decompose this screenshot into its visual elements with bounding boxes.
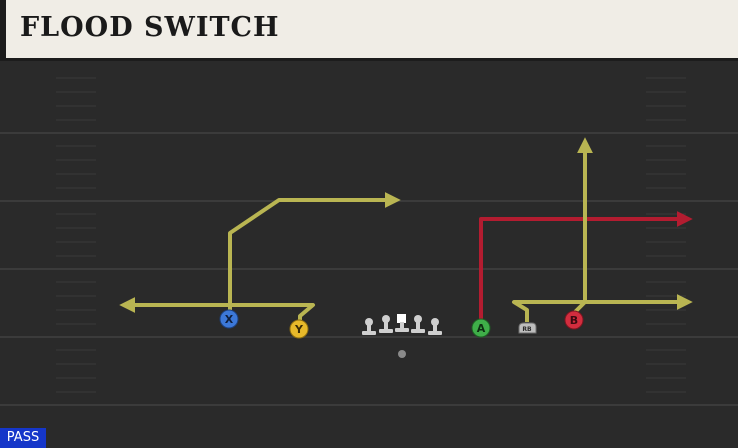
route-b-streak (573, 137, 593, 314)
xbox-rb-bumper-icon[interactable]: RB (518, 322, 537, 334)
lineman-lg-icon (379, 315, 393, 333)
play-title-bar: FLOOD SWITCH (0, 0, 738, 61)
offensive-line (362, 314, 442, 335)
xbox-a-button-icon[interactable]: A (471, 318, 491, 338)
xbox-y-button-icon[interactable]: Y (289, 319, 309, 339)
route-y-flat-left (119, 297, 315, 320)
svg-text:B: B (570, 314, 578, 327)
quarterback-marker (398, 350, 406, 358)
xbox-b-button-icon[interactable]: B (564, 310, 584, 330)
route-rb-flat-right (512, 294, 693, 322)
hash-marks-right (646, 77, 686, 393)
lineman-rt-icon (428, 318, 442, 335)
play-field: X Y A RB B (0, 61, 738, 448)
svg-text:RB: RB (522, 326, 532, 333)
lineman-lt-icon (362, 318, 376, 335)
svg-text:Y: Y (294, 323, 304, 336)
route-x-corner (228, 192, 401, 311)
play-type-badge: PASS (0, 428, 46, 448)
xbox-x-button-icon[interactable]: X (219, 309, 239, 329)
svg-text:X: X (225, 313, 234, 326)
play-title: FLOOD SWITCH (20, 12, 280, 43)
yard-lines (0, 132, 738, 406)
svg-text:A: A (477, 322, 486, 335)
title-accent (0, 0, 6, 58)
route-a-out[interactable] (479, 211, 693, 320)
play-diagram: X Y A RB B (0, 77, 738, 406)
center-icon (395, 314, 409, 332)
hash-marks-left (56, 77, 96, 393)
lineman-rg-icon (411, 315, 425, 333)
